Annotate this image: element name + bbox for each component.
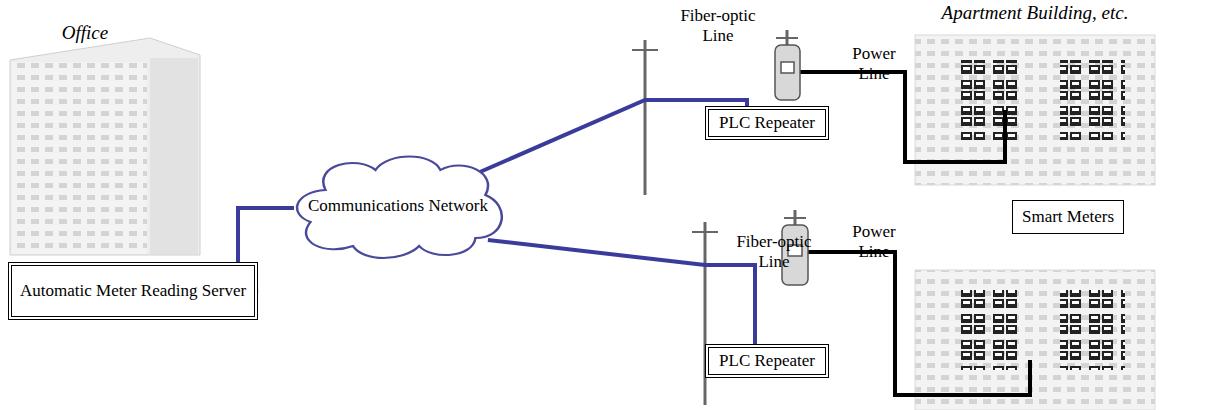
line-label: Fiber-optic Line: [728, 232, 820, 273]
node-text: Communications Network: [288, 196, 508, 216]
server-box: Automatic Meter Reading Server: [8, 262, 258, 320]
repeater-box: PLC Repeater: [705, 344, 829, 378]
fiber-connector: [488, 240, 755, 344]
power-line: [800, 72, 1030, 395]
network-cloud: Communications Network: [288, 150, 508, 262]
meters-box: Smart Meters: [1012, 200, 1124, 234]
line-label: Power Line: [846, 222, 902, 263]
apartment-building: [915, 270, 1155, 410]
place-label: Apartment Building, etc.: [905, 2, 1165, 25]
place-label: Office: [40, 22, 130, 45]
office-building: [10, 38, 200, 255]
repeater-box: PLC Repeater: [705, 106, 829, 140]
line-label: Power Line: [846, 44, 902, 85]
node-text: PLC Repeater: [719, 113, 815, 133]
node-text: PLC Repeater: [719, 351, 815, 371]
node-text: Automatic Meter Reading Server: [20, 281, 246, 301]
line-label: Fiber-optic Line: [672, 6, 764, 47]
node-text: Smart Meters: [1022, 207, 1114, 227]
